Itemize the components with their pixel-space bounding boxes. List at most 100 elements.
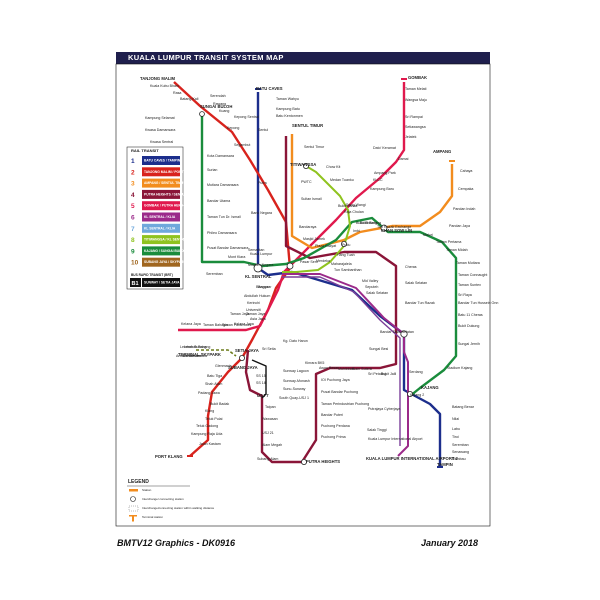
brt-line — [251, 359, 267, 399]
rail-legend-number: 9 — [131, 248, 135, 255]
station-label: Taman Connaught — [458, 273, 487, 277]
station-label: Bandar Tasik Selatan — [380, 330, 414, 334]
station-label: SS 18 — [256, 381, 266, 385]
station-label: TERMINAL SKYPARK — [178, 352, 221, 357]
map-date: January 2018 — [421, 538, 479, 548]
interchange-kajang[interactable] — [406, 390, 413, 397]
station-label: Batu 11 Cheras — [458, 313, 483, 317]
interchange-titiwangsa[interactable] — [302, 162, 309, 169]
terminal-markers — [187, 78, 455, 468]
station-label: Sentul Timur — [304, 145, 325, 149]
station-label: Taman Jaya — [246, 312, 265, 316]
rail-legend-swatch — [142, 167, 180, 177]
station-label: Cempaka — [458, 187, 473, 191]
ampang-line — [290, 134, 454, 250]
interchange-bandar-tasik-selatan[interactable] — [400, 330, 408, 338]
station-label: KLCC — [373, 178, 383, 182]
interchange-pasar-seni[interactable] — [286, 262, 294, 270]
station-label: Rembau — [452, 457, 466, 461]
station-label: KAJANG — [421, 385, 439, 390]
brt-legend-badge — [130, 278, 141, 287]
rail-legend-swatch — [142, 189, 180, 199]
rail-legend-text: KAJANG / SUNGAI BULOH — [144, 249, 187, 253]
terminal-symbol — [129, 515, 137, 522]
station-label: CHAN SOW LIN — [381, 228, 412, 233]
station-label: Semantan — [248, 248, 264, 252]
station-label: Batang Benar — [452, 405, 475, 409]
interchange-chan-sow-lin[interactable] — [380, 224, 388, 232]
station-label: Sri Petaling — [368, 372, 386, 376]
station-label: Masjid Jamek — [303, 237, 325, 241]
station-label: Sentul — [258, 128, 268, 132]
rail-legend-swatch — [142, 223, 180, 233]
station-label: Bandar Utama — [207, 199, 230, 203]
station-label: Asia Jaya — [250, 317, 266, 321]
interchange-sungai-buloh[interactable] — [199, 111, 205, 117]
station-label: USJ 21 — [262, 431, 274, 435]
station-label: Tun Sambanthan — [334, 268, 361, 272]
station-label: Taman Suntex — [458, 283, 481, 287]
station-label: SS 15 — [256, 374, 266, 378]
station-label: Dang Wangi — [346, 203, 366, 207]
rail-legend-text: TANJONG MALIM / PORT KLANG — [144, 170, 197, 174]
station-label: Pudu — [342, 243, 350, 247]
rail-legend-swatch — [142, 246, 180, 256]
station-label: KL SENTRAL — [245, 274, 272, 279]
station-label: Kwasa Damansara — [145, 128, 175, 132]
station-label: Kota Damansara — [207, 154, 234, 158]
station-label: Imbi — [353, 229, 360, 233]
interchange-kl-sentral[interactable] — [253, 263, 263, 273]
interchange-putra-heights[interactable] — [300, 458, 307, 465]
station-label: Taman Melati — [405, 87, 427, 91]
interchange-subang-jaya[interactable] — [238, 354, 245, 361]
station-label: Batang Kali — [180, 97, 199, 101]
terminal-ampang — [449, 160, 455, 162]
station-label: Lembah Subang — [184, 345, 210, 349]
interchange-hang-tuah[interactable] — [340, 240, 347, 247]
station-label: Kwasa Sentral — [150, 140, 173, 144]
rail-legend-number: 7 — [131, 226, 135, 233]
station-label: TITIWANGSA — [290, 162, 316, 167]
rail-legend-item: 3 AMPANG / SENTUL TIMUR — [131, 178, 186, 188]
station-label: Medan Tuanku — [330, 178, 354, 182]
rail-legend-swatch — [142, 178, 180, 188]
station-label: Taman Perindustrian Puchong — [321, 402, 369, 406]
station-label: Bangsar — [256, 285, 270, 289]
station-label: Bank Negara — [251, 211, 272, 215]
rail-legend-number: 3 — [131, 181, 135, 188]
station-label: South Quay-USJ 1 — [279, 396, 309, 400]
station-label: Teluk Pulai — [205, 417, 223, 421]
station-label: Kuala Lumpur — [250, 252, 273, 256]
rail-legend-item: 9 KAJANG / SUNGAI BULOH — [131, 246, 187, 256]
station-label: Maharajalela — [331, 262, 352, 266]
station-label: Bukit Bintang — [360, 221, 381, 225]
station-label: Kuala Kubu Bharu — [150, 84, 179, 88]
station-label: KUALA LUMPUR INTERNATIONAL AIRPORT 2 — [366, 456, 459, 461]
symbol-legend-item: Interchange/connecting station within wa… — [128, 505, 215, 512]
terminal-gombak — [401, 78, 407, 80]
rail-legend-text: AMPANG / SENTUL TIMUR — [144, 181, 186, 185]
station-label: Bukit Dukung — [458, 324, 479, 328]
rail-legend-text: SUBANG JAYA / SKYPARK — [144, 260, 187, 264]
station-label: Senawang — [452, 450, 469, 454]
station-label: Alam Megah — [262, 443, 282, 447]
station-label: Sri Raya — [458, 293, 472, 297]
station-label: Ara Damansara — [182, 354, 207, 358]
rail-legend-number: 1 — [131, 158, 135, 165]
monorail-line — [282, 165, 351, 273]
station-label: Putrajaya Cyberjaya — [368, 407, 400, 411]
station-label: Taman Pertama — [436, 240, 461, 244]
brt-legend-text: SUNWAY / SETIA JAYA — [144, 281, 180, 285]
station-label: Cheras — [405, 265, 417, 269]
station-label: Bukit Badak — [210, 402, 229, 406]
station-label: Alam Sutera — [352, 367, 372, 371]
station-label: Kerinchi — [247, 301, 260, 305]
station-label: Abdullah Hukum — [244, 294, 270, 298]
rail-legend-text: PUTRA HEIGHTS / SENTUL TIMUR — [144, 192, 199, 196]
